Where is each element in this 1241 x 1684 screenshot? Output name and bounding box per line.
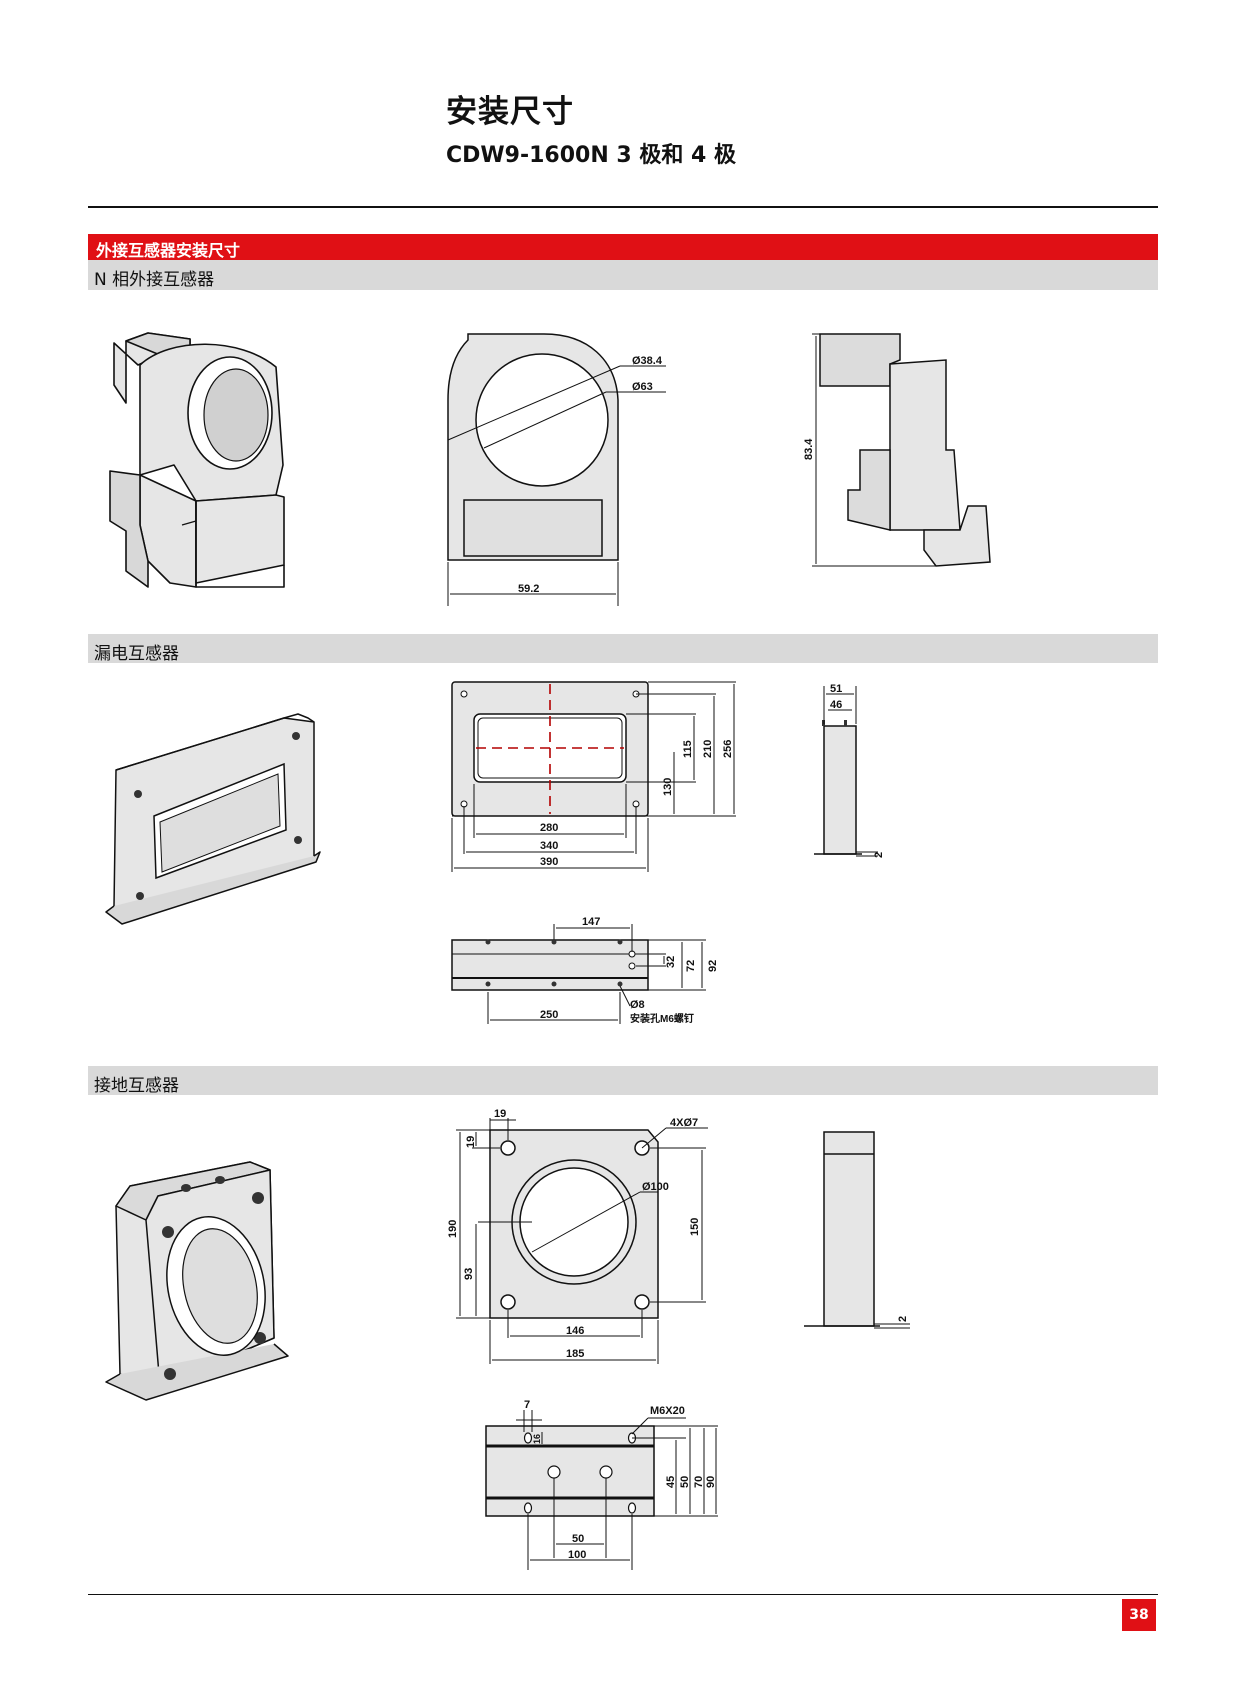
ground-3d-view [105,1161,289,1401]
n-phase-3d-view [109,332,285,588]
page-number: 38 [1122,1599,1156,1631]
header-rule [88,206,1158,208]
ground-bore-dia: Ø100 [642,1181,669,1193]
leakage-bottom-view: 147 32 72 92 Ø8 安装孔M6螺钉 250 [451,916,719,1025]
ground-dim-185: 185 [566,1348,584,1360]
leakage-dim-115: 115 [682,740,694,758]
section-bar-ground: 接地互感器 [88,1066,1158,1096]
section-title-n-phase: N 相外接互感器 [94,270,215,290]
ground-screw: M6X20 [650,1405,685,1417]
leakage-front-view: 280 340 390 115 130 210 256 [451,681,736,872]
ground-side-view: 2 [804,1131,910,1329]
leakage-dim-256: 256 [722,740,734,758]
ground-dim-19a: 19 [494,1108,506,1120]
leakage-dim-51: 51 [830,683,842,695]
ground-dim-93: 93 [463,1268,475,1280]
ground-dim-7: 7 [524,1399,530,1411]
leakage-dim-147: 147 [582,916,600,928]
page-title: 安装尺寸 [446,94,574,130]
leakage-dim-130: 130 [662,778,674,796]
section-title-ground: 接地互感器 [94,1076,179,1096]
ground-front-view: 19 19 4XØ7 Ø100 190 93 150 146 185 [447,1108,708,1364]
main-section-bar: 外接互感器安装尺寸 [88,234,1158,260]
leakage-side-view: 51 46 2 [814,683,885,858]
ground-side-dim-2: 2 [897,1316,909,1322]
leakage-3d-view [105,713,321,925]
leakage-dim-340: 340 [540,840,558,852]
leakage-dim-250: 250 [540,1009,558,1021]
ground-dim-16: 16 [532,1434,542,1444]
n-phase-dim-inner-dia: Ø38.4 [632,355,663,367]
section-bar-n-phase: N 相外接互感器 [88,260,1158,290]
n-phase-front-view: Ø38.4 Ø63 59.2 [447,333,666,606]
ground-front-bore [519,1167,629,1277]
ground-dim-50v: 50 [679,1476,691,1488]
leakage-dim-210: 210 [702,740,714,758]
footer-rule [88,1594,1158,1595]
page-subtitle: CDW9-1600N 3 极和 4 极 [446,143,737,168]
ground-dim-190: 190 [447,1220,459,1238]
ground-dim-45: 45 [665,1476,677,1488]
main-section-title: 外接互感器安装尺寸 [96,241,241,260]
leakage-dim-32: 32 [665,956,677,968]
section-bar-leakage: 漏电互感器 [88,634,1158,664]
n-phase-side-view: 83.4 [803,333,991,567]
n-phase-front-bore [475,353,609,487]
ground-dim-19b: 19 [465,1136,477,1148]
n-phase-dim-height: 83.4 [803,438,815,460]
ground-dim-100: 100 [568,1549,586,1561]
leakage-dim-46: 46 [830,699,842,711]
leakage-dim-280: 280 [540,822,558,834]
leakage-hole-dia: Ø8 [630,999,645,1011]
ground-dim-90: 90 [705,1476,717,1488]
section-title-leakage: 漏电互感器 [94,644,179,664]
ground-dim-146: 146 [566,1325,584,1337]
leakage-dim-92: 92 [707,960,719,972]
n-phase-dim-width: 59.2 [518,583,539,595]
ground-dim-150: 150 [689,1218,701,1236]
leakage-dim-2: 2 [873,852,885,858]
leakage-dim-390: 390 [540,856,558,868]
ground-dim-50h: 50 [572,1533,584,1545]
leakage-hole-note: 安装孔M6螺钉 [630,1012,694,1025]
leakage-dim-72: 72 [685,960,697,972]
ground-bottom-view: M6X20 7 16 45 50 70 90 50 100 [485,1399,718,1570]
ground-holes: 4XØ7 [670,1117,698,1129]
ground-dim-70: 70 [693,1476,705,1488]
n-phase-dim-outer-dia: Ø63 [632,381,653,393]
